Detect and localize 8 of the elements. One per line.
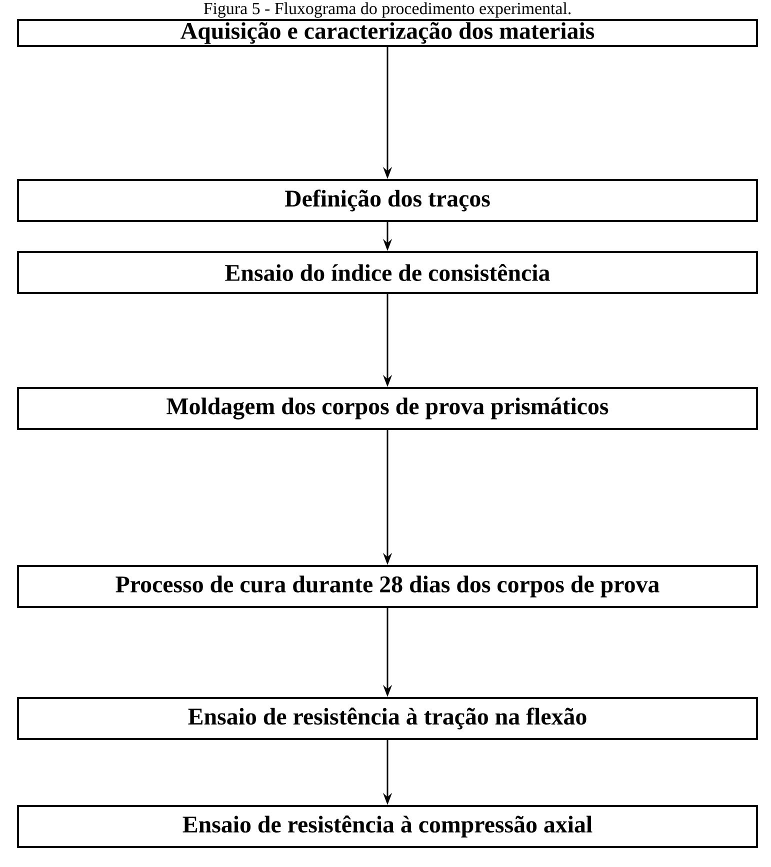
- process-box: Definição dos traços: [17, 179, 758, 222]
- process-box: Moldagem dos corpos de prova prismáticos: [17, 387, 758, 430]
- process-box: Ensaio de resistência à compressão axial: [17, 805, 758, 848]
- process-box: Processo de cura durante 28 dias dos corpos de prova: [17, 565, 758, 608]
- process-box: Ensaio do índice de consistência: [17, 251, 758, 294]
- process-box: Ensaio de resistência à tração na flexão: [17, 697, 758, 740]
- figure-title: Figura 5 - Fluxograma do procedimento experimental.: [204, 2, 571, 18]
- process-box: Aquisição e caracterização dos materiais: [17, 19, 758, 47]
